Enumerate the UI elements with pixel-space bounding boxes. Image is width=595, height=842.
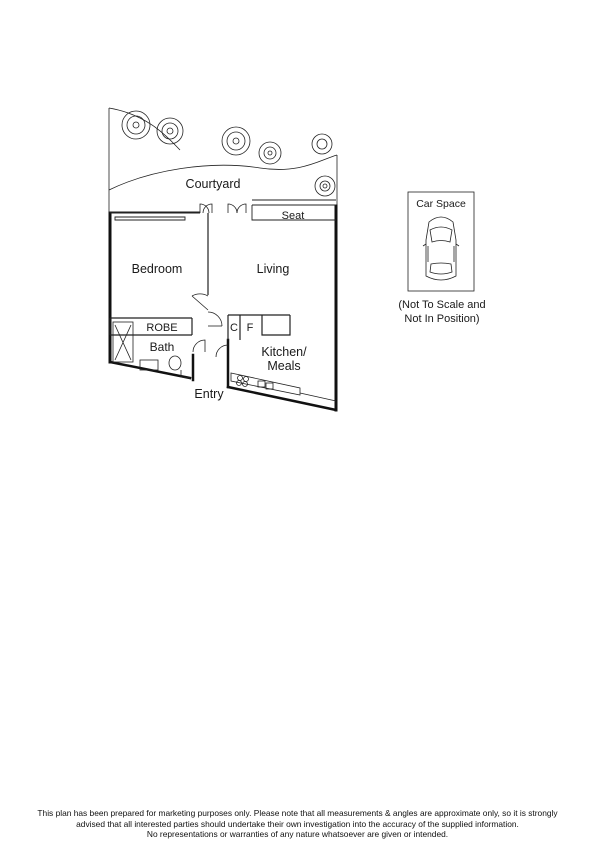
basin-icon [139, 359, 159, 371]
living-label: Living [257, 262, 290, 276]
car-space-note-line1: (Not To Scale and [398, 299, 485, 311]
courtyard-label: Courtyard [186, 177, 241, 191]
toilet-icon [168, 355, 182, 371]
disclaimer: This plan has been prepared for marketin… [0, 808, 595, 840]
sink-icon [257, 380, 274, 390]
tree-icon [258, 141, 282, 165]
courtyard-garden [108, 107, 338, 212]
car-space-title: Car Space [416, 198, 466, 210]
disclaimer-line-1: This plan has been prepared for marketin… [37, 808, 558, 818]
bedroom-label: Bedroom [132, 262, 183, 276]
seat-bench [251, 205, 336, 221]
tree-icon [121, 110, 151, 140]
disclaimer-line-2: advised that all interested parties shou… [76, 818, 519, 829]
seat-label: Seat [282, 210, 305, 222]
garden-bed-edge [108, 154, 338, 191]
kitchen-label-line1: Kitchen/ [261, 345, 307, 359]
tree-icon [311, 133, 333, 155]
car-space: Car Space (Not To Scale and Not In Posit… [398, 191, 486, 325]
internal-doors [191, 293, 229, 358]
north-wall [109, 199, 336, 221]
exterior-walls [108, 204, 338, 412]
tree-icon [314, 175, 336, 197]
bathtub-icon [112, 321, 134, 363]
tree-icon [221, 126, 251, 156]
disclaimer-line-3: No representations or warranties of any … [146, 829, 449, 840]
kitchen-label-line2: Meals [267, 359, 300, 373]
bath-label: Bath [150, 340, 175, 354]
kitchen-bench [230, 372, 301, 396]
bedroom-window [114, 216, 186, 221]
car-space-box [407, 191, 475, 292]
cooktop-icon [236, 375, 249, 387]
fridge-label: F [247, 322, 254, 334]
tree-icon [156, 117, 184, 145]
car-space-note-line2: Not In Position) [404, 313, 479, 325]
kitchen-fixtures [230, 372, 337, 402]
french-doors [199, 203, 247, 214]
bath-fixtures [112, 321, 191, 379]
robe-label: ROBE [146, 322, 177, 334]
cupboard-label: C [230, 322, 238, 334]
entry-label: Entry [194, 387, 224, 401]
internal-walls [109, 213, 291, 340]
car-icon [422, 216, 460, 281]
